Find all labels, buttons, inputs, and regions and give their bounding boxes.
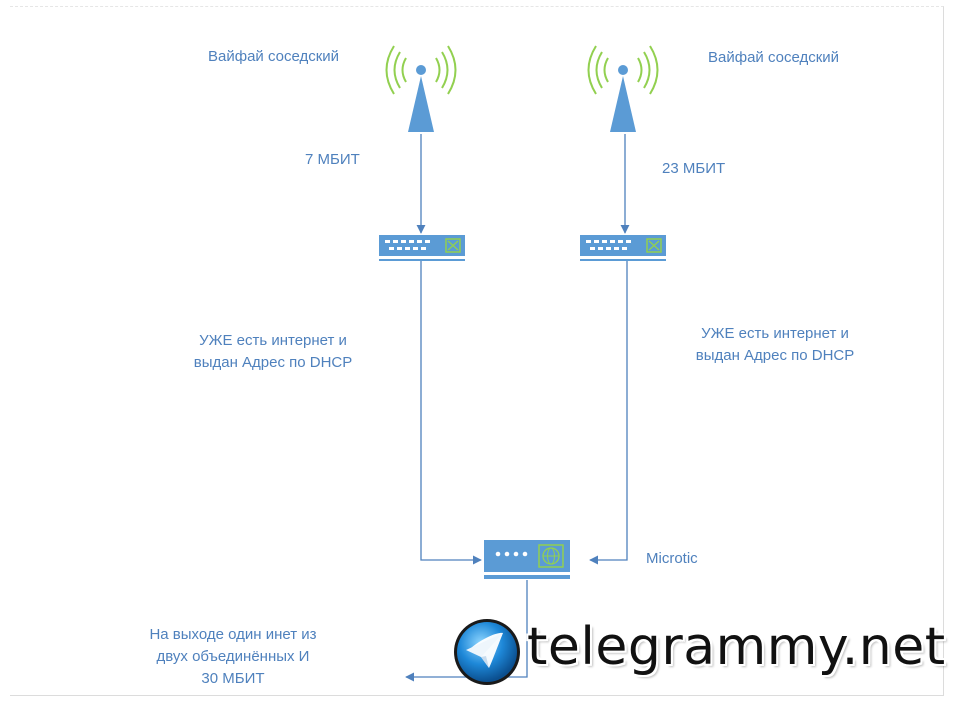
wifi-antenna-icon bbox=[587, 45, 659, 132]
microtic-label: Microtic bbox=[646, 550, 698, 567]
dhcp-left-line-2: выдан Адрес по DHCP bbox=[193, 354, 353, 371]
diagram-frame bbox=[10, 6, 944, 696]
telegram-logo-icon bbox=[454, 619, 520, 685]
watermark-text: telegrammy.net bbox=[527, 617, 946, 677]
output-line-1: На выходе один инет из bbox=[149, 626, 317, 643]
switch-icon bbox=[580, 235, 666, 261]
connector-line bbox=[405, 580, 528, 682]
wifi-right-label: Вайфай соседский bbox=[708, 49, 840, 66]
output-label: На выходе один инет из двух объединённых… bbox=[138, 624, 328, 690]
dhcp-right-line-1: УЖЕ есть интернет и bbox=[701, 325, 849, 342]
dhcp-right-line-2: выдан Адрес по DHCP bbox=[695, 347, 855, 364]
dhcp-left-label: УЖЕ есть интернет и выдан Адрес по DHCP bbox=[188, 330, 358, 374]
speed-right-label: 23 МБИТ bbox=[662, 160, 726, 177]
wifi-left-label: Вайфай соседский bbox=[208, 48, 340, 65]
output-line-3: 30 МБИТ bbox=[201, 670, 265, 687]
speed-left-label: 7 МБИТ bbox=[305, 151, 360, 168]
switch-icon bbox=[379, 235, 465, 261]
output-line-2: двух объединённых И bbox=[156, 648, 310, 665]
dhcp-right-label: УЖЕ есть интернет и выдан Адрес по DHCP bbox=[690, 323, 860, 367]
router-icon bbox=[484, 540, 570, 579]
wifi-antenna-icon bbox=[385, 45, 457, 132]
connector-line bbox=[589, 261, 628, 565]
connector-line bbox=[420, 261, 482, 565]
dhcp-left-line-1: УЖЕ есть интернет и bbox=[199, 332, 347, 349]
